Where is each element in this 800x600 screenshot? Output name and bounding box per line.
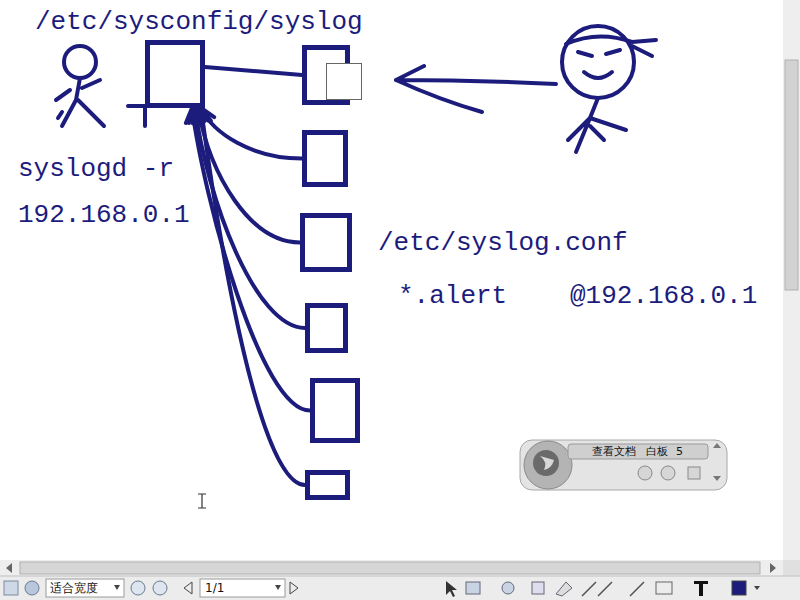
log-arrow bbox=[200, 108, 302, 159]
box-stroke bbox=[128, 106, 145, 126]
client-box bbox=[310, 378, 360, 443]
hacker-eyes bbox=[578, 50, 620, 56]
config-path: /etc/syslog.conf bbox=[378, 230, 628, 256]
page-number: 1/1 bbox=[205, 582, 224, 594]
client-box bbox=[305, 470, 350, 500]
admin-head bbox=[64, 46, 96, 78]
hacker-body bbox=[568, 98, 626, 152]
widget-text: 白板 bbox=[646, 446, 668, 457]
admin-body bbox=[56, 78, 104, 126]
zoom-select-text: 适合宽度 bbox=[50, 582, 98, 594]
node-heading: /etc/sysconfig/syslog bbox=[35, 9, 363, 35]
toolbar bbox=[0, 576, 800, 600]
client-box bbox=[302, 130, 348, 187]
attack-arrow bbox=[396, 66, 556, 112]
scrollbars bbox=[0, 0, 800, 576]
log-arrow bbox=[195, 108, 305, 485]
client-box bbox=[302, 45, 350, 105]
ip-address: 192.168.0.1 bbox=[18, 202, 190, 228]
hacker-bandana bbox=[566, 36, 656, 56]
widget-number: 5 bbox=[676, 446, 683, 457]
client-box bbox=[305, 303, 348, 353]
config-selector: *.alert bbox=[398, 283, 507, 309]
command-text: syslogd -r bbox=[18, 156, 174, 182]
log-arrow bbox=[205, 67, 302, 75]
client-box bbox=[300, 213, 352, 272]
config-target: @192.168.0.1 bbox=[570, 283, 757, 309]
widget-text: 查看文档 bbox=[592, 446, 636, 457]
text-cursor bbox=[198, 494, 206, 508]
log-file-square bbox=[326, 63, 362, 100]
hacker-smile bbox=[584, 72, 612, 78]
log-server-box: /etc/sysconfig/syslog bbox=[145, 40, 205, 108]
floating-widget bbox=[520, 440, 727, 490]
